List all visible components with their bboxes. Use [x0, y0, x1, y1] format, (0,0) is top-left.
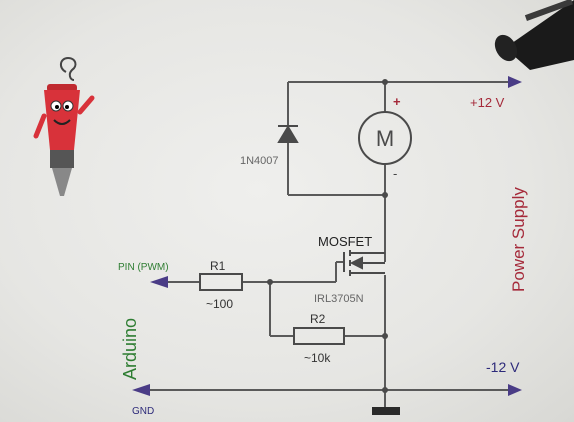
- resistor-r2: [293, 327, 345, 345]
- minus-12v-arrow: [508, 384, 522, 396]
- r1-name-label: R1: [210, 259, 226, 273]
- mosfet-part-label: IRL3705N: [314, 293, 364, 305]
- r2-name-label: R2: [310, 312, 326, 326]
- pwm-pin-arrow: [150, 276, 168, 288]
- mosfet-title-label: MOSFET: [318, 234, 372, 249]
- plus-12v-label: +12 V: [470, 95, 505, 110]
- resistor-r1: [199, 273, 243, 291]
- motor-symbol: M: [358, 111, 412, 165]
- gnd-label: GND: [132, 406, 154, 417]
- diode-symbol: [277, 125, 299, 143]
- mosfet-symbol: [343, 250, 385, 276]
- junction-dots: [267, 79, 388, 393]
- r2-value-label: ~10k: [304, 351, 331, 365]
- pin-pwm-label: PIN (PWM): [118, 262, 169, 273]
- power-supply-label: Power Supply: [509, 187, 528, 292]
- pen-icon: [494, 0, 574, 70]
- plus-12v-arrow: [508, 76, 522, 88]
- ground-symbol: [372, 407, 400, 415]
- gnd-arrow: [132, 384, 150, 396]
- minus-12v-label: -12 V: [486, 359, 520, 375]
- motor-minus-label: -: [393, 166, 397, 181]
- motor-plus-label: +: [393, 94, 401, 109]
- wires: [150, 81, 508, 408]
- arrowheads: [132, 76, 522, 396]
- soldering-iron-mascot-icon: [33, 56, 95, 196]
- r1-value-label: ~100: [206, 297, 233, 311]
- arduino-label: Arduino: [120, 318, 140, 380]
- motor-label: M: [376, 126, 394, 151]
- diode-part-label: 1N4007: [240, 155, 279, 167]
